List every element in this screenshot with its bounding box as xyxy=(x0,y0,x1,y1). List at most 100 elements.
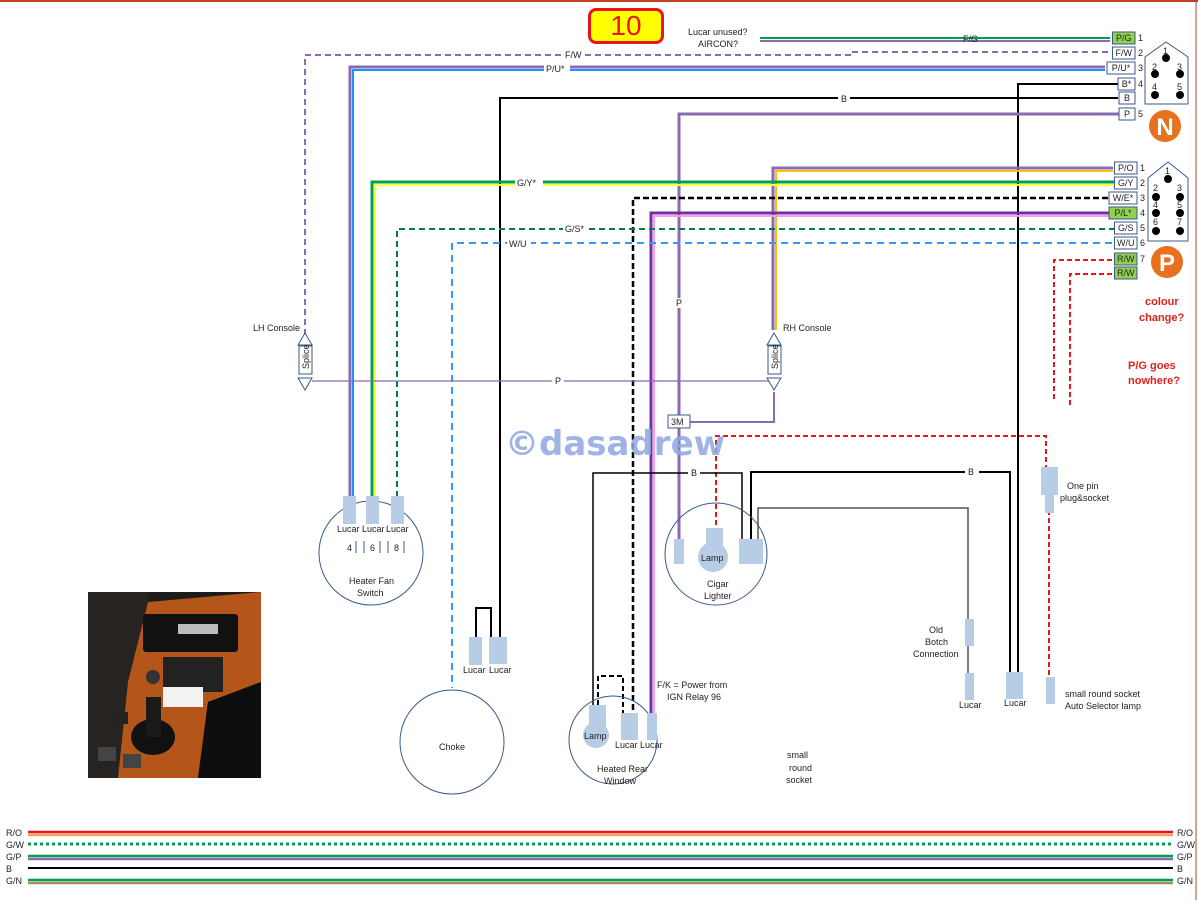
note-pg-goes: P/G goes xyxy=(1128,360,1176,372)
connector-p-pin-label: G/Y xyxy=(1118,178,1134,188)
svg-text:Splice: Splice xyxy=(770,344,780,369)
harness-label-right: R/O xyxy=(1177,828,1193,838)
connector-p-pin-number: 6 xyxy=(1140,238,1145,248)
wire-b-star xyxy=(1017,83,1118,675)
svg-text:Lamp: Lamp xyxy=(701,553,724,563)
svg-text:5: 5 xyxy=(1177,200,1182,210)
connector-n-pin-label: P xyxy=(1124,109,1130,119)
wire-choke-jumper xyxy=(475,607,492,637)
svg-text:plug&socket: plug&socket xyxy=(1060,493,1110,503)
connector-p-pin-box xyxy=(1114,236,1138,250)
svg-text:2: 2 xyxy=(1153,183,1158,193)
wire-label-gy: G/Y* xyxy=(517,178,537,188)
connector-p-pin-number: 4 xyxy=(1140,208,1145,218)
svg-text:6: 6 xyxy=(1153,217,1158,227)
connector-p-pin-box xyxy=(1114,176,1138,190)
watermark: ©dasadrew xyxy=(505,424,725,464)
wire-gs xyxy=(396,228,1115,496)
svg-text:2: 2 xyxy=(1152,62,1157,72)
connector-n-pin-box xyxy=(1106,61,1136,75)
svg-text:Switch: Switch xyxy=(357,588,384,598)
svg-text:Lucar: Lucar xyxy=(489,665,512,675)
wire-label-wu: W/U xyxy=(509,239,527,249)
svg-text:small: small xyxy=(787,750,808,760)
connector-p-pin-number: 3 xyxy=(1140,193,1145,203)
connector-n-pin-label: P/G xyxy=(1116,33,1132,43)
svg-text:Window: Window xyxy=(604,776,637,786)
svg-text:P: P xyxy=(1159,250,1175,277)
connector-n-pin-label: F/W xyxy=(1116,48,1133,58)
svg-text:8: 8 xyxy=(394,543,399,553)
svg-text:3: 3 xyxy=(1177,62,1182,72)
note-change: change? xyxy=(1139,312,1185,324)
wire-label-d: B xyxy=(691,468,697,478)
note-nowhere: nowhere? xyxy=(1128,375,1180,387)
choke: Lucar Lucar Choke xyxy=(399,637,512,795)
connector-n-pin-label: B xyxy=(1124,93,1130,103)
wire-pg xyxy=(760,37,1110,42)
connector-n-pin-number: 5 xyxy=(1138,109,1143,119)
svg-text:small round socket: small round socket xyxy=(1065,689,1141,699)
wire-pl xyxy=(649,211,1110,715)
harness-label-left: G/W xyxy=(6,840,25,850)
wire-rw-2 xyxy=(1069,273,1112,405)
note-aircon: AIRCON? xyxy=(698,39,738,49)
note-colour: colour xyxy=(1145,296,1179,308)
svg-text:1: 1 xyxy=(1163,46,1168,56)
wire-3m xyxy=(690,392,775,423)
connector-p-pin-box xyxy=(1108,191,1138,205)
connector-p-pin-label: R/W xyxy=(1117,268,1135,278)
svg-text:One pin: One pin xyxy=(1067,481,1099,491)
page-number-badge: 10 xyxy=(588,8,664,44)
note-lucar-unused: Lucar unused? xyxy=(688,27,748,37)
svg-text:7: 7 xyxy=(1177,217,1182,227)
connector-n-pin-number: 3 xyxy=(1138,63,1143,73)
svg-text:1: 1 xyxy=(1165,166,1170,176)
svg-text:Lucar: Lucar xyxy=(959,700,982,710)
svg-text:socket: socket xyxy=(786,775,813,785)
svg-text:4: 4 xyxy=(1152,82,1157,92)
svg-text:Lucar: Lucar xyxy=(615,740,638,750)
heated-rear-window: Lamp Lucar Lucar Heated Rear Window F/K … xyxy=(568,680,727,786)
connector-p-pin-box xyxy=(1114,266,1138,280)
wire-po xyxy=(771,166,1113,330)
svg-text:Lucar: Lucar xyxy=(640,740,663,750)
svg-text:5: 5 xyxy=(1177,82,1182,92)
lh-console-label: LH Console xyxy=(253,323,300,333)
connector-p-pin-label: W/E* xyxy=(1113,193,1134,203)
svg-text:Heater Fan: Heater Fan xyxy=(349,576,394,586)
wire-p-n5 xyxy=(677,112,1120,540)
svg-text:Lamp: Lamp xyxy=(584,731,607,741)
connector-p-pin-number: 5 xyxy=(1140,223,1145,233)
connector-p-pin-box xyxy=(1114,161,1138,175)
svg-text:4: 4 xyxy=(1153,200,1158,210)
svg-text:Auto Selector lamp: Auto Selector lamp xyxy=(1065,701,1141,711)
rh-console-label: RH Console xyxy=(783,323,832,333)
svg-text:4: 4 xyxy=(347,543,352,553)
harness-label-right: G/N xyxy=(1177,876,1193,886)
svg-text:Botch: Botch xyxy=(925,637,948,647)
old-botch-connection: Old Botch Connection xyxy=(913,619,974,659)
svg-text:Lucar: Lucar xyxy=(1004,698,1027,708)
svg-text:Lucar: Lucar xyxy=(362,524,385,534)
connector-n-plug: 1 2 3 4 5 xyxy=(1144,41,1189,105)
wire-label-fw: F/W xyxy=(565,50,582,60)
connector-p-pin-label: R/W xyxy=(1117,254,1135,264)
connector-n-pin-number: 1 xyxy=(1138,33,1143,43)
harness-label-right: G/P xyxy=(1177,852,1193,862)
connector-p-pin-number: 2 xyxy=(1140,178,1145,188)
lucar-b: Lucar xyxy=(1004,672,1027,708)
connector-p-pin-label: P/L* xyxy=(1114,208,1132,218)
svg-text:Heated Rear: Heated Rear xyxy=(597,764,648,774)
wire-botch xyxy=(757,507,969,675)
small-round-socket-note: small round socket xyxy=(786,750,813,785)
svg-text:Cigar: Cigar xyxy=(707,579,729,589)
svg-text:6: 6 xyxy=(370,543,375,553)
wire-label-pg: F/G xyxy=(963,34,978,44)
svg-text:Lucar: Lucar xyxy=(463,665,486,675)
svg-text:3: 3 xyxy=(1177,183,1182,193)
heater-fan-switch: Lucar Lucar Lucar 4 6 8 Heater Fan Switc… xyxy=(318,496,424,606)
connector-p-pin-number: 7 xyxy=(1140,254,1145,264)
connector-n-pin-label: B* xyxy=(1122,79,1132,89)
